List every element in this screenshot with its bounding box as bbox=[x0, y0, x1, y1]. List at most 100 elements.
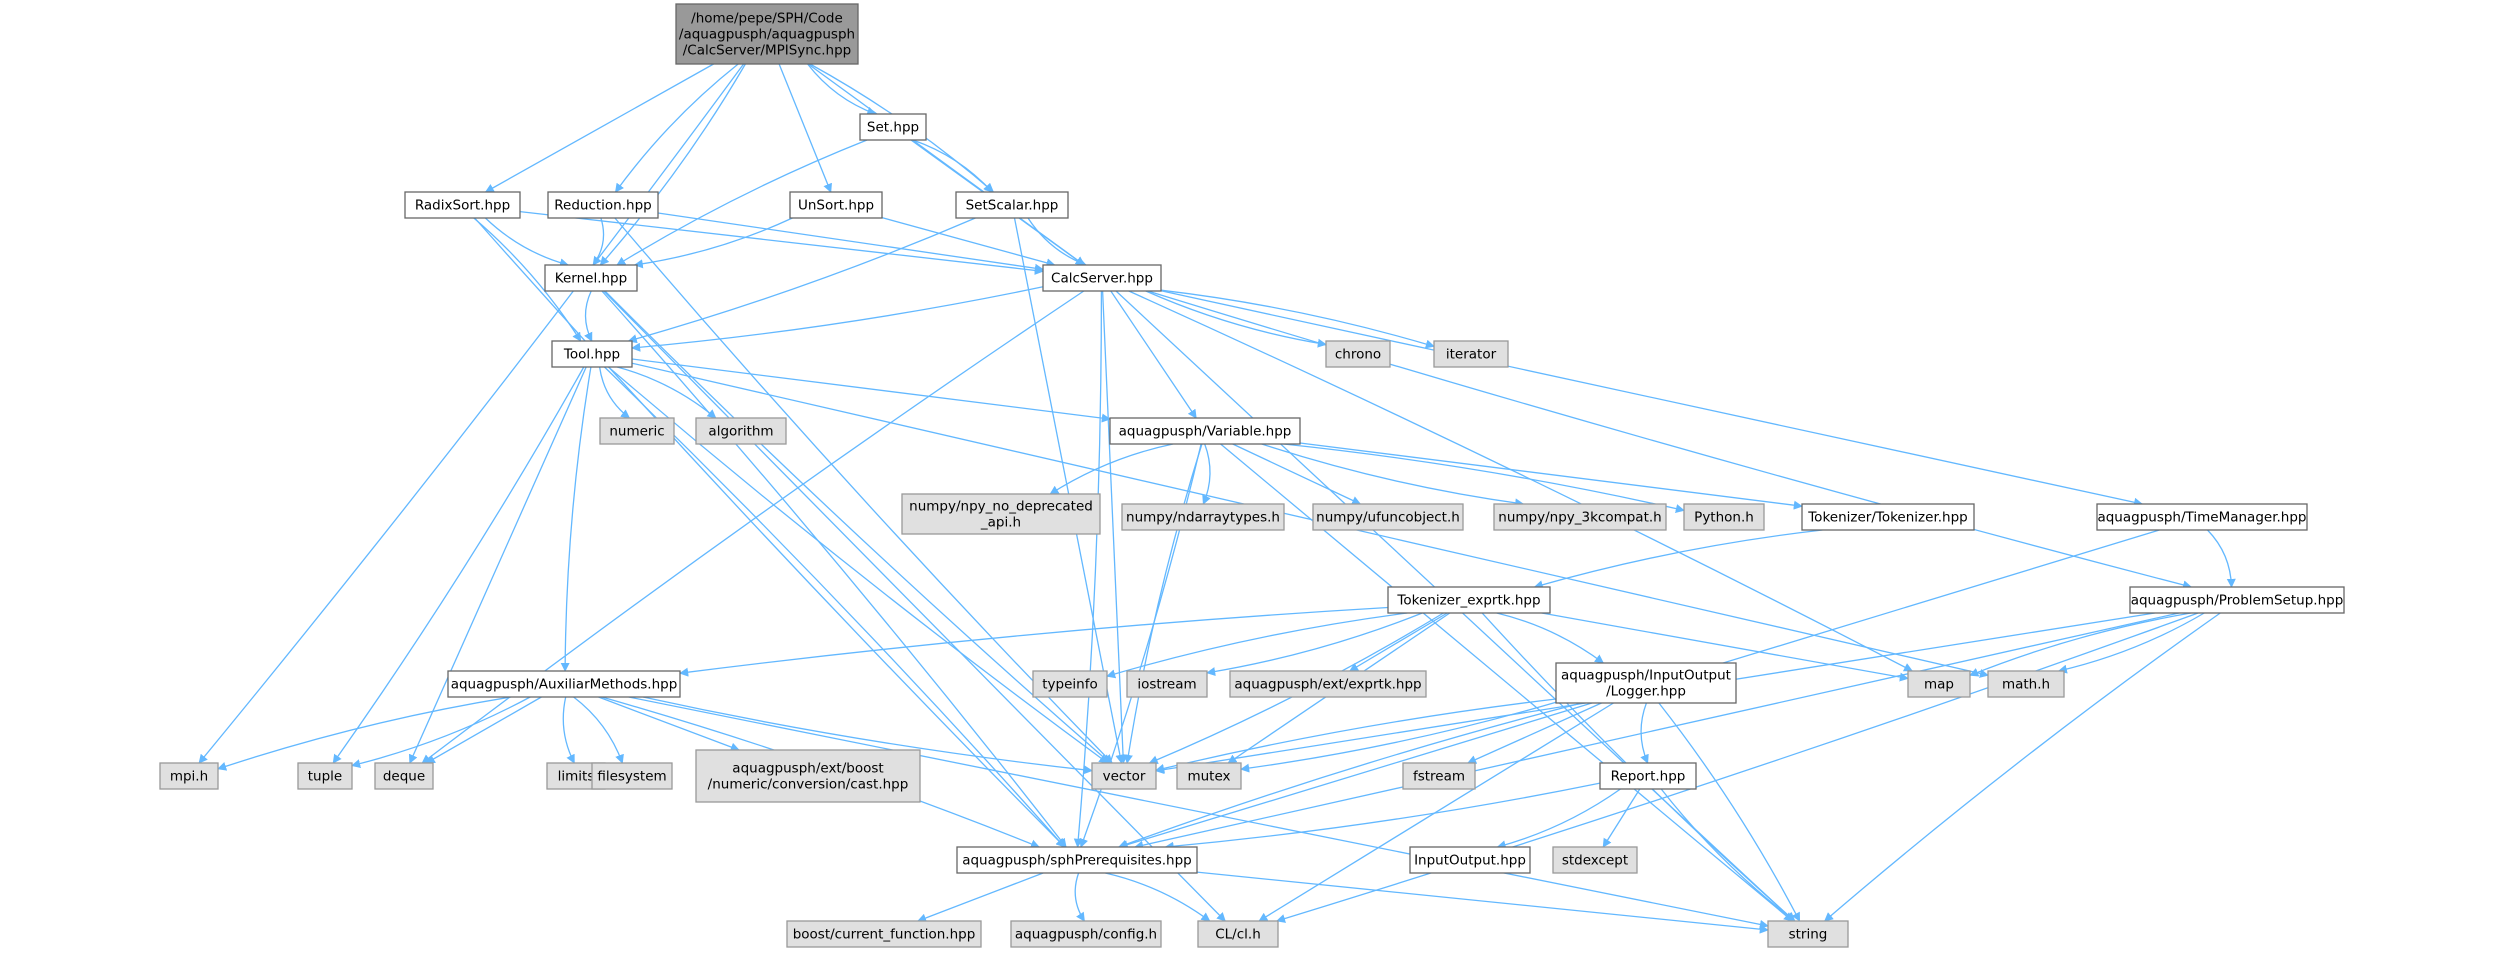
edge-logger-to-mutex bbox=[1240, 701, 1557, 773]
edge-calcserver-to-iterator bbox=[1160, 289, 1435, 349]
node-box bbox=[1121, 503, 1285, 531]
edge-tokexprtk-to-typeinfo bbox=[1106, 612, 1408, 679]
node-box bbox=[404, 191, 521, 219]
edge-mpisync-to-mpih bbox=[198, 63, 745, 764]
node-mpisync[interactable]: /home/pepe/SPH/Code/aquagpusph/aquagpusp… bbox=[675, 3, 859, 65]
node-tool[interactable]: Tool.hpp bbox=[551, 340, 633, 368]
node-box bbox=[1555, 662, 1737, 704]
edge-auxiliar-to-vector bbox=[642, 696, 1093, 775]
node-vector: vector bbox=[1091, 762, 1157, 790]
node-label: stdexcept bbox=[1562, 852, 1628, 868]
node-label: aquagpusph/ext/exprtk.hpp bbox=[1234, 676, 1421, 692]
node-box bbox=[2096, 503, 2308, 531]
node-box bbox=[374, 762, 434, 790]
node-label: Set.hpp bbox=[867, 119, 919, 135]
node-box bbox=[551, 340, 633, 368]
node-inputoutput[interactable]: InputOutput.hpp bbox=[1409, 846, 1531, 874]
edge-reduction-to-kernel bbox=[592, 217, 605, 266]
node-problemsetup[interactable]: aquagpusph/ProblemSetup.hpp bbox=[2129, 586, 2345, 614]
edge-logger-to-string bbox=[1658, 702, 1801, 922]
node-label: Tool.hpp bbox=[563, 346, 620, 362]
node-radixsort[interactable]: RadixSort.hpp bbox=[404, 191, 521, 219]
node-label: Tokenizer/Tokenizer.hpp bbox=[1807, 509, 1968, 525]
edge-problemsetup-to-sphprereq bbox=[1134, 612, 2180, 850]
node-logger[interactable]: aquagpusph/InputOutput/Logger.hpp bbox=[1555, 662, 1737, 704]
node-box bbox=[1683, 503, 1765, 531]
node-sphprereq[interactable]: aquagpusph/sphPrerequisites.hpp bbox=[956, 846, 1198, 874]
node-clh: CL/cl.h bbox=[1197, 920, 1279, 948]
node-label: iostream bbox=[1137, 676, 1196, 692]
node-setscalar[interactable]: SetScalar.hpp bbox=[955, 191, 1069, 219]
edge-calcserver-to-tool bbox=[631, 286, 1044, 352]
node-box bbox=[955, 191, 1069, 219]
node-report[interactable]: Report.hpp bbox=[1599, 762, 1697, 790]
edge-tool-to-auxiliar bbox=[560, 366, 592, 672]
edge-calcserver-to-timemanager bbox=[1160, 290, 2144, 507]
edge-variable-to-python bbox=[1283, 443, 1685, 514]
node-set[interactable]: Set.hpp bbox=[859, 113, 927, 141]
node-label: CL/cl.h bbox=[1215, 926, 1261, 942]
edge-calcserver-to-vector bbox=[1101, 290, 1128, 764]
node-label: CalcServer.hpp bbox=[1051, 270, 1153, 286]
node-box bbox=[1433, 340, 1509, 368]
node-label: SetScalar.hpp bbox=[966, 197, 1059, 213]
edge-set-to-kernel bbox=[616, 139, 868, 266]
edge-mpisync-to-radixsort bbox=[484, 63, 714, 193]
node-box bbox=[1801, 503, 1975, 531]
node-label: boost/current_function.hpp bbox=[793, 926, 976, 942]
node-label: map bbox=[1924, 676, 1954, 692]
node-label: numpy/ndarraytypes.h bbox=[1126, 509, 1280, 525]
edge-kernel-to-vector bbox=[604, 290, 1111, 764]
node-tokenizer[interactable]: Tokenizer/Tokenizer.hpp bbox=[1801, 503, 1975, 531]
node-label: Report.hpp bbox=[1611, 768, 1686, 784]
node-variable[interactable]: aquagpusph/Variable.hpp bbox=[1109, 417, 1301, 445]
node-box bbox=[789, 191, 883, 219]
edge-problemsetup-to-map bbox=[1969, 612, 2192, 677]
node-box bbox=[1010, 920, 1162, 948]
edge-kernel-to-tool bbox=[584, 290, 593, 342]
node-label: numpy/npy_no_deprecated bbox=[909, 498, 1093, 514]
edge-calcserver-to-problemsetup bbox=[1147, 290, 2193, 590]
node-box bbox=[901, 493, 1101, 535]
node-box bbox=[859, 113, 927, 141]
node-reduction[interactable]: Reduction.hpp bbox=[547, 191, 659, 219]
node-label: aquagpusph/AuxiliarMethods.hpp bbox=[451, 676, 678, 692]
node-numeric: numeric bbox=[599, 417, 675, 445]
node-auxiliar[interactable]: aquagpusph/AuxiliarMethods.hpp bbox=[447, 670, 681, 698]
node-tokexprtk[interactable]: Tokenizer_exprtk.hpp bbox=[1387, 586, 1551, 614]
node-timemanager[interactable]: aquagpusph/TimeManager.hpp bbox=[2096, 503, 2308, 531]
edge-logger-to-fstream bbox=[1467, 702, 1602, 764]
node-label: limits bbox=[558, 768, 595, 784]
node-box bbox=[1109, 417, 1301, 445]
node-python: Python.h bbox=[1683, 503, 1765, 531]
edge-tool-to-numeric bbox=[598, 366, 631, 419]
node-kernel[interactable]: Kernel.hpp bbox=[544, 264, 638, 292]
node-box bbox=[675, 3, 859, 65]
edge-sphprereq-to-clh bbox=[1105, 872, 1211, 922]
node-label: RadixSort.hpp bbox=[415, 197, 510, 213]
edge-kernel-to-clh bbox=[603, 290, 1226, 922]
edge-tool-to-vector bbox=[607, 366, 1109, 764]
edge-variable-to-npy_nodep bbox=[1049, 443, 1174, 495]
node-box bbox=[1409, 846, 1531, 874]
edge-auxiliar-to-tuple bbox=[351, 696, 531, 769]
node-label: Reduction.hpp bbox=[554, 197, 651, 213]
node-label: aquagpusph/config.h bbox=[1015, 926, 1157, 942]
node-unsort[interactable]: UnSort.hpp bbox=[789, 191, 883, 219]
edge-variable-to-sphprereq bbox=[1079, 443, 1202, 848]
node-label: aquagpusph/ext/boost bbox=[732, 760, 883, 776]
edge-mpisync-to-reduction bbox=[614, 63, 739, 193]
node-box bbox=[599, 417, 675, 445]
node-label: string bbox=[1789, 926, 1828, 942]
edge-auxiliar-to-string bbox=[628, 696, 1769, 929]
edge-tool-to-variable bbox=[631, 358, 1111, 423]
edge-tokexprtk-to-exprtk bbox=[1349, 612, 1448, 672]
node-label: numeric bbox=[609, 423, 664, 439]
node-label: fstream bbox=[1413, 768, 1465, 784]
node-box bbox=[695, 417, 787, 445]
node-box bbox=[786, 920, 982, 948]
node-calcserver[interactable]: CalcServer.hpp bbox=[1042, 264, 1162, 292]
edge-tokexprtk-to-iostream bbox=[1206, 612, 1423, 677]
node-box bbox=[1325, 340, 1391, 368]
